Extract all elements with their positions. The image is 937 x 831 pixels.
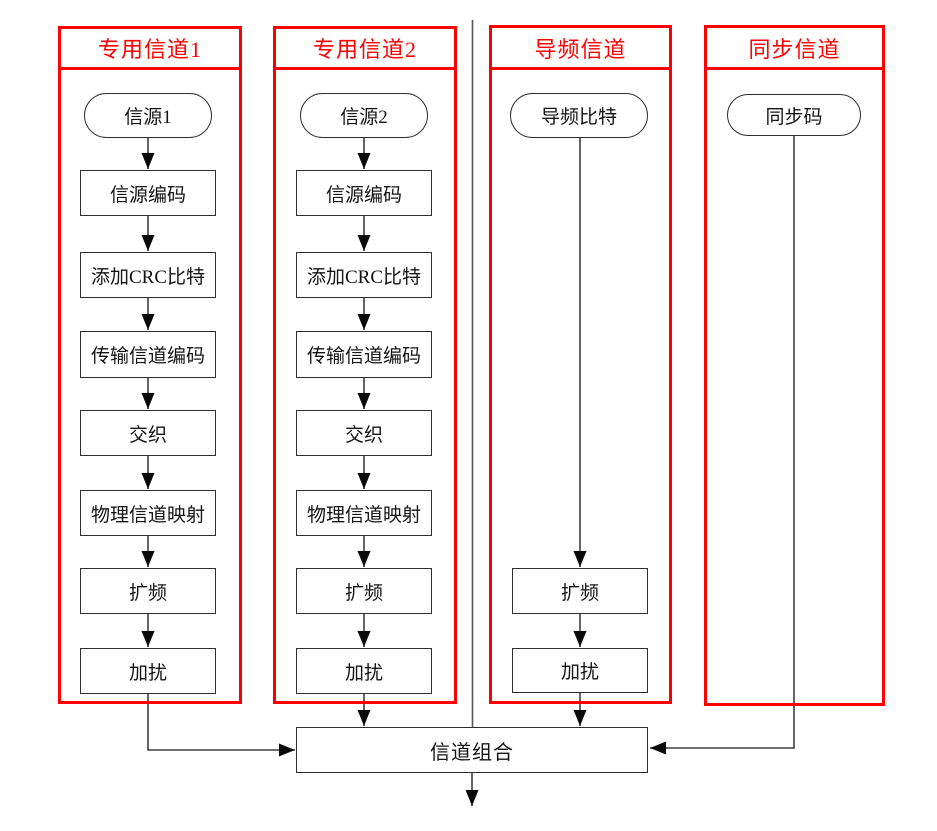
terminator-source-1: 信源1	[84, 93, 212, 138]
title-sync-channel: 同步信道	[704, 25, 885, 70]
process-col2-scrambling: 加扰	[296, 648, 432, 694]
process-col1-source-coding: 信源编码	[80, 170, 216, 216]
title-dedicated-channel-1: 专用信道1	[58, 26, 242, 70]
arrow-col4-to-combiner	[650, 136, 795, 755]
process-col2-source-coding: 信源编码	[296, 170, 432, 216]
title-dedicated-channel-2: 专用信道2	[273, 26, 457, 70]
terminator-source-2: 信源2	[300, 93, 428, 138]
terminator-sync-code: 同步码	[727, 94, 861, 136]
process-col2-transport-coding: 传输信道编码	[296, 331, 432, 378]
arrow-col1-to-combiner	[147, 694, 295, 757]
process-col2-spreading: 扩频	[296, 568, 432, 614]
process-col2-add-crc: 添加CRC比特	[296, 252, 432, 298]
process-col3-scrambling: 加扰	[512, 648, 648, 693]
process-col1-transport-coding: 传输信道编码	[80, 331, 216, 378]
process-col1-scrambling: 加扰	[80, 648, 216, 694]
process-col1-spreading: 扩频	[80, 568, 216, 614]
process-col2-physical-mapping: 物理信道映射	[296, 490, 432, 536]
terminator-pilot-bits: 导频比特	[510, 93, 648, 138]
process-channel-combining: 信道组合	[296, 727, 648, 773]
process-col3-spreading: 扩频	[512, 568, 648, 614]
title-pilot-channel: 导频信道	[489, 25, 672, 70]
process-col2-interleaving: 交织	[296, 410, 432, 456]
process-col1-interleaving: 交织	[80, 410, 216, 456]
process-col1-add-crc: 添加CRC比特	[80, 252, 216, 298]
process-col1-physical-mapping: 物理信道映射	[80, 490, 216, 536]
